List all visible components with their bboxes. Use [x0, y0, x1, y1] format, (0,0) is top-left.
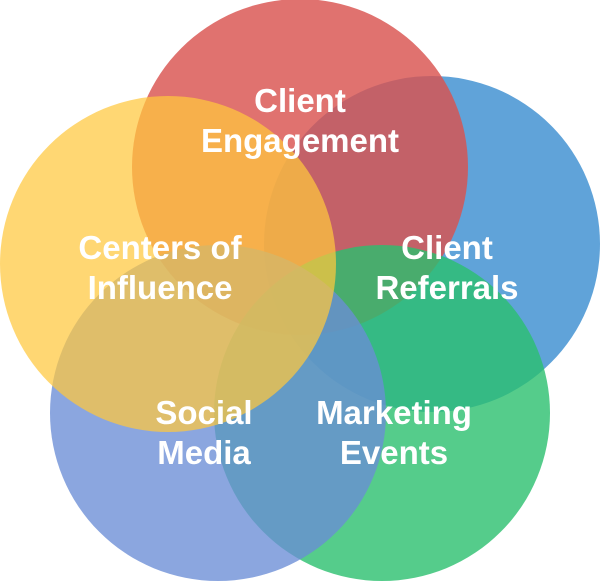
label-marketing-events: Marketing Events	[316, 393, 472, 473]
label-line: Events	[339, 434, 449, 471]
label-line: Engagement	[200, 122, 400, 159]
label-line: Client	[254, 82, 346, 119]
label-social-media: Social Media	[155, 393, 252, 473]
label-line: Media	[157, 434, 251, 471]
label-line: Centers of	[78, 229, 242, 266]
label-line: Referrals	[375, 269, 519, 306]
circle-centers-of-influence	[0, 96, 336, 432]
label-client-engagement: Client Engagement	[201, 81, 399, 161]
label-line: Influence	[87, 269, 233, 306]
label-client-referrals: Client Referrals	[375, 228, 518, 308]
label-line: Marketing	[316, 394, 472, 431]
label-line: Social	[155, 394, 253, 431]
label-line: Client	[401, 229, 493, 266]
label-centers-of-influence: Centers of Influence	[78, 228, 241, 308]
